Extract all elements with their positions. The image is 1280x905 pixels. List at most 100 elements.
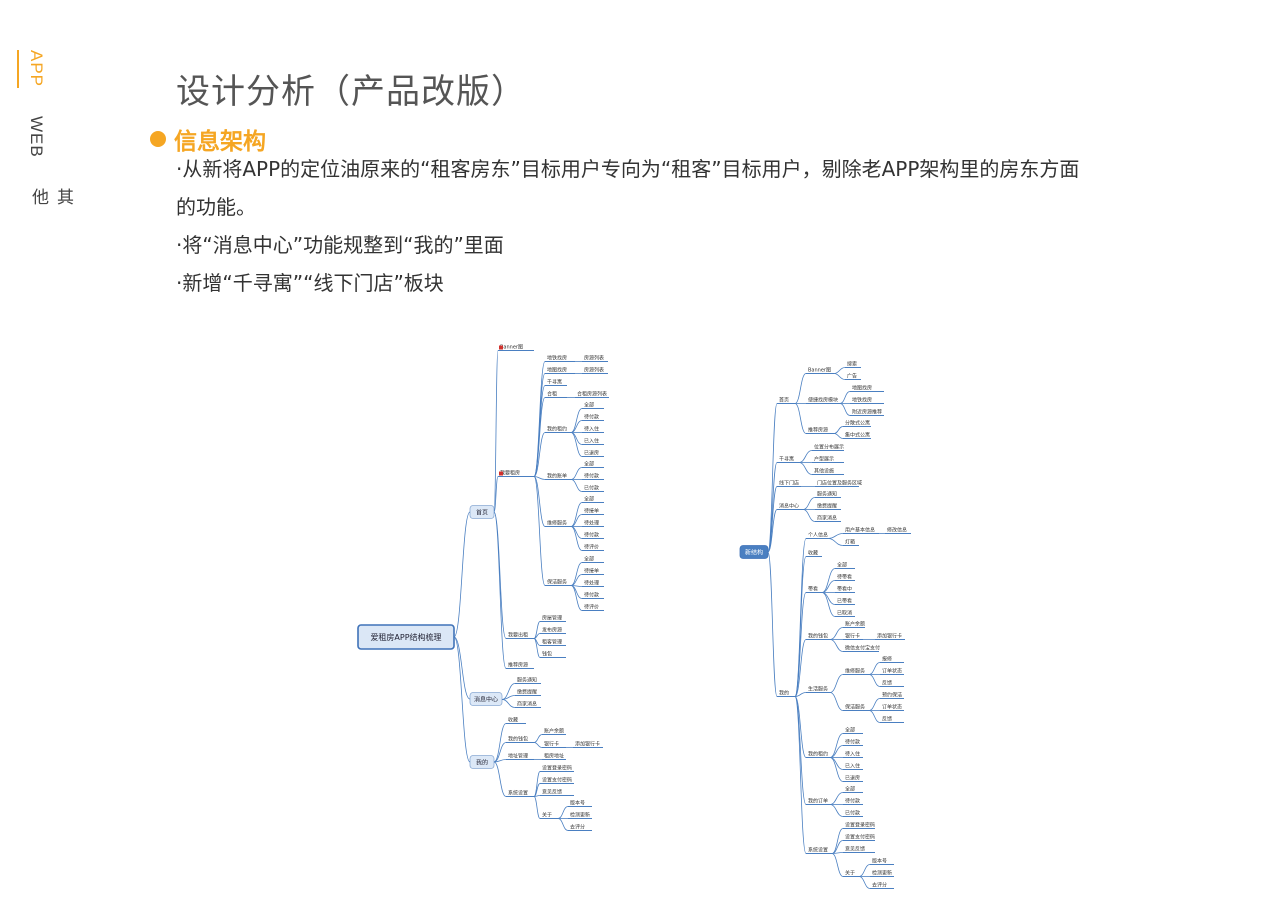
old-list-b-0: 房源列表 — [584, 367, 604, 374]
new-repair: 维修服务 — [845, 668, 865, 675]
old-settings-item-0: 设置登录密码 — [542, 765, 572, 772]
old-repair: 维修服务 — [547, 520, 567, 527]
branch-link — [829, 745, 844, 758]
new-view-item-3: 已带看 — [837, 598, 852, 605]
old-repair-item-4: 待评价 — [584, 544, 599, 551]
old-rent-out-item-0: 房屋管理 — [542, 615, 562, 622]
new-settings-item-2: 意见反馈 — [845, 846, 865, 853]
old-list-a-0: 房源列表 — [584, 355, 604, 362]
branch-link — [821, 568, 836, 593]
branch-link — [868, 710, 881, 723]
new-contract-item-2: 待入住 — [845, 751, 860, 758]
branch-link — [453, 511, 471, 638]
paragraph-message-center: ·将“消息中心”功能规整到“我的”里面 — [176, 233, 504, 257]
branch-link — [868, 674, 881, 687]
new-bill-item-1: 待付款 — [845, 798, 860, 805]
branch-link — [839, 391, 851, 404]
new-contract-item-0: 全部 — [845, 727, 855, 734]
branch-link — [533, 432, 546, 477]
branch-link — [557, 818, 569, 831]
new-view-item-2: 带看中 — [837, 586, 852, 593]
new-msg-item-1: 缴费提醒 — [817, 503, 837, 510]
new-about-item-0: 版本号 — [872, 858, 887, 865]
new-clean-item-0: 预约保洁 — [882, 692, 902, 699]
nav-item-web[interactable]: WEB — [27, 116, 46, 158]
old-bill-item-1: 待付款 — [584, 473, 599, 480]
old-bill: 我的账单 — [547, 473, 567, 480]
old-fav: 收藏 — [508, 717, 518, 724]
branch-link — [794, 403, 807, 434]
old-rent-out: 我要出租 — [508, 632, 528, 639]
old-map-find: 地图找房 — [547, 367, 567, 374]
branch-link — [827, 533, 844, 539]
new-msg-item-2: 商家消息 — [817, 515, 837, 522]
old-about-item-2: 去评分 — [570, 824, 585, 831]
branch-link — [570, 562, 583, 586]
old-rent-out-item-2: 租客管理 — [542, 639, 562, 646]
branch-link — [767, 509, 778, 553]
old-bill-item-0: 全部 — [584, 461, 594, 468]
old-settings-item-1: 设置支付密码 — [542, 777, 572, 784]
branch-link — [858, 876, 871, 889]
branch-link — [493, 350, 499, 513]
branch-link — [833, 426, 844, 434]
branch-link — [794, 696, 807, 805]
nav-item-app[interactable]: APP — [27, 50, 46, 88]
new-contract-item-4: 已退房 — [845, 775, 860, 782]
new-life: 生活服务 — [808, 686, 828, 693]
branch-link — [794, 592, 807, 697]
new-qianxun: 千寻寓 — [779, 456, 794, 463]
flag-icon — [499, 471, 503, 476]
new-banner-item-0: 搜索 — [847, 361, 857, 368]
section-title: 信息架构 — [174, 129, 266, 155]
branch-link — [570, 502, 583, 527]
new-quick-item-1: 地铁找房 — [852, 397, 872, 404]
branch-link — [868, 698, 881, 711]
old-contract-item-1: 待付款 — [584, 414, 599, 421]
new-offline: 线下门店 — [779, 480, 799, 487]
old-repair-item-3: 待付款 — [584, 532, 599, 539]
old-bank: 银行卡 — [544, 741, 559, 748]
branch-link — [493, 511, 507, 639]
branch-link — [533, 476, 546, 480]
new-quick: 便捷找房模块 — [808, 397, 838, 404]
branch-link — [533, 796, 541, 819]
branch-link — [570, 432, 583, 445]
old-clean-item-1: 待接单 — [584, 568, 599, 575]
branch-link — [833, 433, 844, 439]
new-contract-item-3: 已入住 — [845, 763, 860, 770]
new-wechat-0: 微信支付宝支付 — [845, 645, 880, 652]
branch-link — [493, 511, 507, 669]
old-my-rent: 我要租房 — [500, 470, 520, 477]
branch-link — [493, 476, 499, 513]
branch-link — [794, 639, 807, 697]
branch-link — [821, 592, 836, 617]
branch-link — [794, 692, 807, 697]
active-indicator — [17, 50, 19, 88]
old-clean-item-3: 待付款 — [584, 592, 599, 599]
paragraph-new-blocks: ·新增“千寻寓”“线下门店”板块 — [176, 271, 444, 295]
branch-link — [802, 509, 816, 522]
new-view-item-1: 待带看 — [837, 574, 852, 581]
branch-link — [453, 636, 471, 763]
new-settings: 系统设置 — [808, 847, 828, 854]
nav-item-other[interactable]: 其他 — [29, 188, 73, 206]
new-rec-item-1: 集中式公寓 — [845, 432, 870, 439]
new-clean: 保洁服务 — [845, 704, 865, 711]
flag-icon — [499, 345, 503, 350]
branch-link — [829, 733, 844, 758]
old-clean-item-4: 待评价 — [584, 604, 599, 611]
new-wallet: 我的钱包 — [808, 633, 828, 640]
new-bank: 银行卡 — [845, 633, 860, 640]
branch-link — [802, 497, 816, 510]
branch-link — [794, 696, 807, 854]
branch-link — [533, 795, 541, 797]
branch-link — [829, 792, 844, 805]
old-clean-item-0: 全部 — [584, 556, 594, 563]
branch-link — [827, 538, 844, 546]
old-banner: Banner图 — [500, 345, 523, 351]
new-clean-item-1: 订单状态 — [882, 704, 902, 711]
branch-link — [533, 742, 543, 748]
old-clean-item-2: 待处理 — [584, 580, 599, 587]
